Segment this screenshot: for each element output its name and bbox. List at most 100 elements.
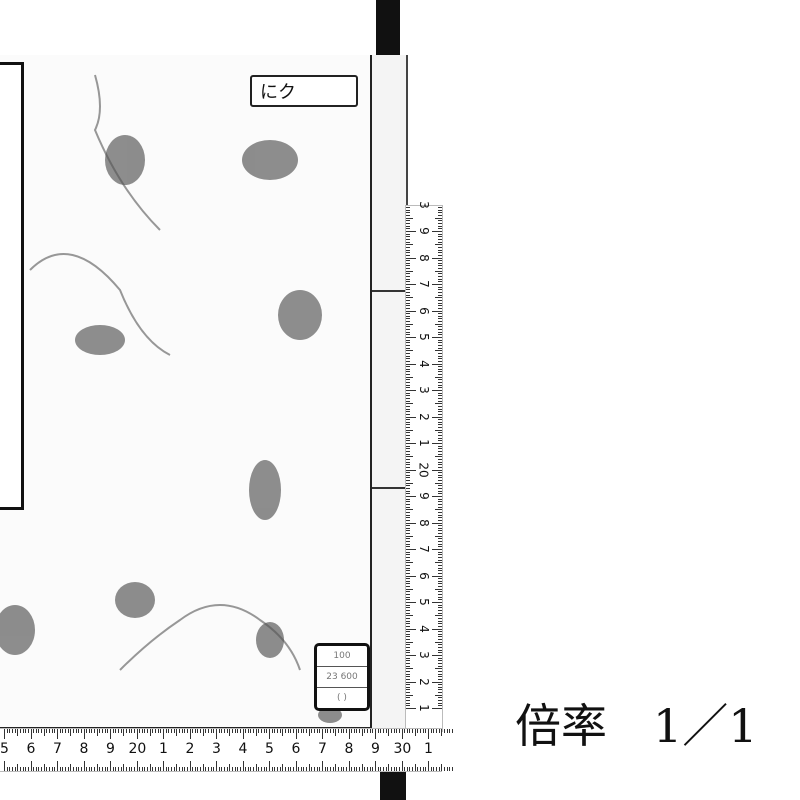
ruler-tick	[428, 761, 429, 771]
ruler-tick	[316, 729, 318, 733]
ruler-tick	[104, 729, 106, 733]
ruler-number: 8	[416, 253, 431, 262]
ruler-tick	[329, 767, 331, 771]
ruler-tick	[367, 729, 369, 733]
ruler-tick	[189, 729, 191, 739]
ruler-tick	[120, 767, 122, 771]
ruler-tick	[314, 729, 316, 733]
ruler-number: 9	[106, 741, 115, 757]
ruler-tick	[420, 767, 422, 771]
ruler-tick	[245, 729, 247, 733]
ruler-tick	[406, 461, 410, 463]
ruler-number: 5	[416, 333, 431, 341]
ruler-tick	[59, 729, 61, 733]
ruler-tick	[438, 673, 442, 675]
ruler-tick	[435, 641, 442, 643]
ruler-tick	[422, 767, 424, 771]
ruler-tick	[438, 331, 442, 333]
ruler-tick	[438, 437, 442, 439]
ruler-tick	[210, 767, 212, 771]
ruler-tick	[46, 767, 48, 771]
ruler-tick	[266, 767, 268, 771]
ruler-tick	[406, 655, 416, 656]
ruler-tick	[438, 702, 442, 704]
ruler-tick	[41, 767, 43, 771]
ruler-tick	[432, 257, 442, 259]
ruler-tick	[173, 767, 175, 771]
ruler-tick	[200, 767, 202, 771]
ruler-tick	[107, 729, 109, 733]
ruler-number: 8	[344, 741, 354, 757]
ruler-tick	[406, 225, 410, 227]
ruler-tick	[438, 453, 442, 455]
ruler-tick	[75, 729, 77, 733]
ruler-tick	[75, 767, 77, 771]
ruler-tick	[406, 554, 410, 556]
ruler-tick	[269, 729, 270, 739]
ruler-tick	[438, 530, 442, 532]
ruler-tick	[406, 342, 410, 344]
ruler-tick	[406, 580, 410, 582]
ruler-tick	[406, 360, 410, 362]
ruler-tick	[438, 493, 442, 495]
ruler-tick	[406, 591, 410, 593]
ruler-number: 7	[318, 741, 327, 757]
ruler-tick	[178, 767, 180, 771]
ruler-tick	[438, 228, 442, 230]
ruler-tick	[406, 620, 410, 622]
ruler-tick	[377, 767, 379, 771]
ruler-tick	[406, 374, 410, 376]
ruler-tick	[432, 363, 442, 365]
stamp-line: 100	[317, 646, 367, 667]
ruler-tick	[438, 448, 442, 450]
ruler-tick	[128, 767, 130, 771]
ruler-number: 1	[159, 741, 168, 757]
ruler-tick	[406, 670, 410, 672]
cover-pattern	[0, 74, 342, 723]
ruler-tick	[406, 511, 410, 513]
ruler-tick	[438, 620, 442, 622]
pattern-blot	[115, 582, 155, 618]
ruler-tick	[406, 556, 410, 558]
ruler-tick	[327, 729, 329, 733]
ruler-tick	[435, 297, 442, 299]
ruler-tick	[406, 331, 410, 333]
ruler-tick	[353, 729, 355, 733]
ruler-tick	[335, 764, 337, 771]
ruler-tick	[377, 729, 379, 733]
ruler-tick	[438, 543, 442, 545]
ruler-tick	[406, 315, 410, 317]
ruler-tick	[27, 767, 29, 771]
ruler-tick	[438, 633, 442, 635]
ruler-tick	[406, 689, 410, 691]
ruler-tick	[406, 352, 410, 354]
ruler-tick	[316, 767, 318, 771]
ruler-tick	[298, 729, 300, 733]
ruler-tick	[406, 625, 410, 627]
pattern-line	[119, 604, 301, 671]
ruler-tick	[25, 729, 27, 733]
ruler-tick	[375, 761, 376, 771]
title-slip	[0, 62, 24, 510]
ruler-tick	[226, 767, 228, 771]
ruler-tick	[221, 729, 223, 733]
ruler-tick	[449, 729, 451, 733]
ruler-tick	[306, 767, 308, 771]
ruler-number: 6	[416, 306, 431, 315]
ruler-tick	[438, 265, 442, 267]
ruler-tick	[229, 764, 231, 771]
ruler-tick	[438, 408, 442, 410]
ruler-tick	[441, 764, 443, 771]
ruler-tick	[438, 480, 442, 482]
ruler-tick	[319, 729, 321, 733]
ruler-tick	[62, 729, 64, 733]
ruler-tick	[337, 767, 339, 771]
ruler-tick	[361, 729, 363, 736]
ruler-tick	[17, 729, 19, 736]
ruler-tick	[412, 767, 414, 771]
spine-divider	[372, 487, 406, 489]
ruler-tick	[380, 729, 382, 733]
ruler-tick	[438, 209, 442, 211]
ruler-tick	[438, 334, 442, 336]
